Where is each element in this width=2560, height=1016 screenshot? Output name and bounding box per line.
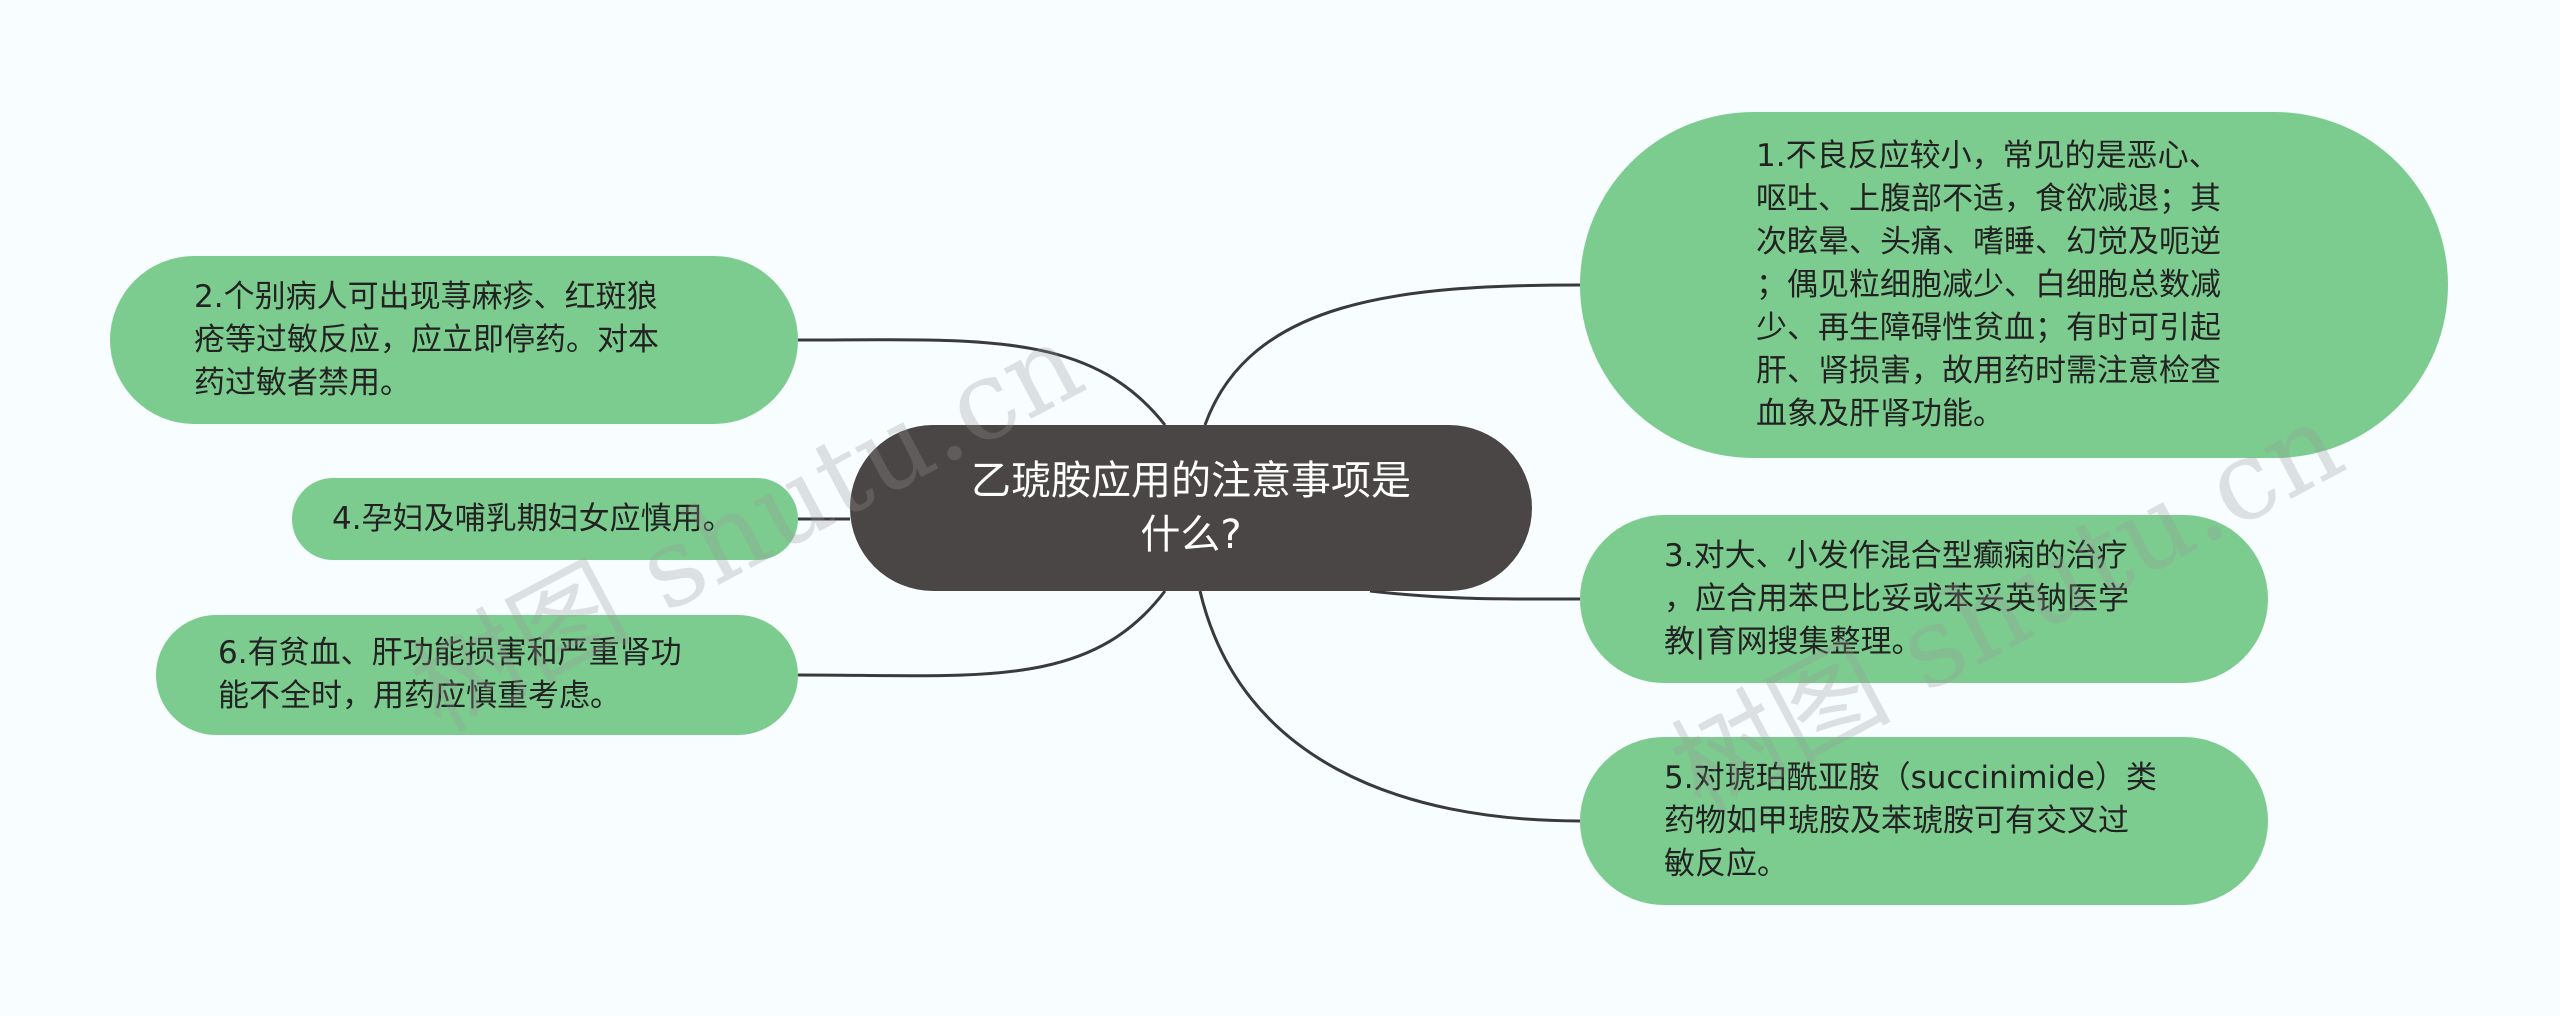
connector-b3 [1369, 589, 1581, 601]
connector-b5 [1198, 590, 1581, 823]
connector-b1 [1203, 283, 1581, 426]
branch-topic-label: 4.孕妇及哺乳期妇女应慎用。 [332, 500, 734, 537]
branch-topic-3[interactable]: 3.对大、小发作混合型癫痫的治疗 ，应合用苯巴比妥或苯妥英钠医学 教|育网搜集整… [1580, 515, 2268, 683]
connector-b6 [797, 590, 1167, 678]
branch-topic-6[interactable]: 6.有贫血、肝功能损害和严重肾功 能不全时，用药应慎重考虑。 [156, 615, 798, 735]
root-topic-label: 乙琥胺应用的注意事项是 什么? [971, 458, 1411, 558]
branch-topic-label: 5.对琥珀酰亚胺（succinimide）类 药物如甲琥胺及苯琥胺可有交叉过 敏… [1664, 759, 2157, 882]
branch-topic-5[interactable]: 5.对琥珀酰亚胺（succinimide）类 药物如甲琥胺及苯琥胺可有交叉过 敏… [1580, 737, 2268, 905]
branch-topic-label: 6.有贫血、肝功能损害和严重肾功 能不全时，用药应慎重考虑。 [218, 635, 682, 714]
branch-topic-1[interactable]: 1.不良反应较小，常见的是恶心、 呕吐、上腹部不适，食欲减退；其 次眩晕、头痛、… [1580, 112, 2448, 458]
branch-topic-label: 2.个别病人可出现荨麻疹、红斑狼 疮等过敏反应，应立即停药。对本 药过敏者禁用。 [194, 278, 659, 401]
branch-topic-label: 1.不良反应较小，常见的是恶心、 呕吐、上腹部不适，食欲减退；其 次眩晕、头痛、… [1756, 137, 2221, 432]
branch-topic-label: 3.对大、小发作混合型癫痫的治疗 ，应合用苯巴比妥或苯妥英钠医学 教|育网搜集整… [1664, 537, 2129, 660]
branch-topic-4[interactable]: 4.孕妇及哺乳期妇女应慎用。 [292, 478, 798, 560]
connector-b2 [797, 338, 1167, 426]
root-topic[interactable]: 乙琥胺应用的注意事项是 什么? [850, 425, 1532, 591]
branch-topic-2[interactable]: 2.个别病人可出现荨麻疹、红斑狼 疮等过敏反应，应立即停药。对本 药过敏者禁用。 [110, 256, 798, 424]
